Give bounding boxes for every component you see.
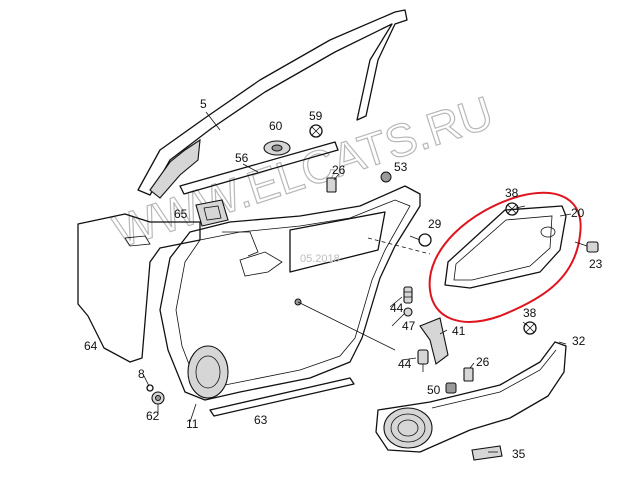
callout-11: 11 <box>186 417 199 431</box>
callout-47: 47 <box>402 319 416 333</box>
door-trim-panel[interactable] <box>159 185 421 401</box>
watermark-date: 05.2018 <box>300 253 340 265</box>
insulation-panel-part[interactable] <box>77 213 201 363</box>
grommet-part[interactable] <box>263 140 291 156</box>
callout-35: 35 <box>512 447 526 461</box>
bracket-41-part[interactable] <box>419 317 449 365</box>
handle-cover-part[interactable] <box>195 199 229 227</box>
armrest-panel-part[interactable] <box>444 205 567 289</box>
lower-seal-part[interactable] <box>209 377 355 417</box>
clip-35-part[interactable] <box>471 445 503 461</box>
clip-50-part[interactable] <box>445 382 457 394</box>
screw-44-upper-part[interactable] <box>403 286 413 304</box>
callout-64: 64 <box>84 339 98 353</box>
clip-38-upper-part[interactable] <box>505 202 519 216</box>
callout-62: 62 <box>146 409 160 423</box>
callout-56: 56 <box>235 151 249 165</box>
callout-29: 29 <box>428 217 442 231</box>
highlight-ring <box>428 191 582 323</box>
fastener-62-part[interactable] <box>151 391 165 405</box>
callout-26-upper: 26 <box>332 163 346 177</box>
window-frame-part[interactable] <box>137 9 408 199</box>
callout-41: 41 <box>452 324 466 338</box>
callout-26-lower: 26 <box>476 355 490 369</box>
callout-labels: 5 59 60 56 26 53 65 38 20 29 23 64 44 47… <box>84 97 603 461</box>
callout-20: 20 <box>571 206 585 220</box>
door-pocket-part[interactable] <box>375 341 567 453</box>
clip-59-part[interactable] <box>309 124 323 138</box>
bracket-26-lower-part[interactable] <box>463 367 474 382</box>
fastener-23-part[interactable] <box>586 241 599 253</box>
callout-53: 53 <box>394 160 408 174</box>
callout-23: 23 <box>589 257 603 271</box>
trim-strip-part[interactable] <box>179 141 339 195</box>
callout-32: 32 <box>572 334 586 348</box>
callout-50: 50 <box>427 383 441 397</box>
nut-53-part[interactable] <box>380 171 392 183</box>
callout-60: 60 <box>269 119 283 133</box>
callout-5: 5 <box>200 97 207 111</box>
callout-65: 65 <box>174 207 188 221</box>
clip-8-part[interactable] <box>146 384 154 392</box>
washer-47-part[interactable] <box>403 307 413 317</box>
callout-44-lower: 44 <box>398 357 412 371</box>
callout-44-upper: 44 <box>390 301 404 315</box>
screw-29-part[interactable] <box>409 233 432 247</box>
bracket-26-part[interactable] <box>326 177 337 193</box>
screw-44-lower-part[interactable] <box>417 349 429 372</box>
callout-38-lower: 38 <box>523 306 537 320</box>
callout-59: 59 <box>309 109 323 123</box>
callout-38-upper: 38 <box>505 186 519 200</box>
callout-8: 8 <box>138 367 145 381</box>
leader-lines <box>143 111 588 453</box>
callout-63: 63 <box>254 413 268 427</box>
